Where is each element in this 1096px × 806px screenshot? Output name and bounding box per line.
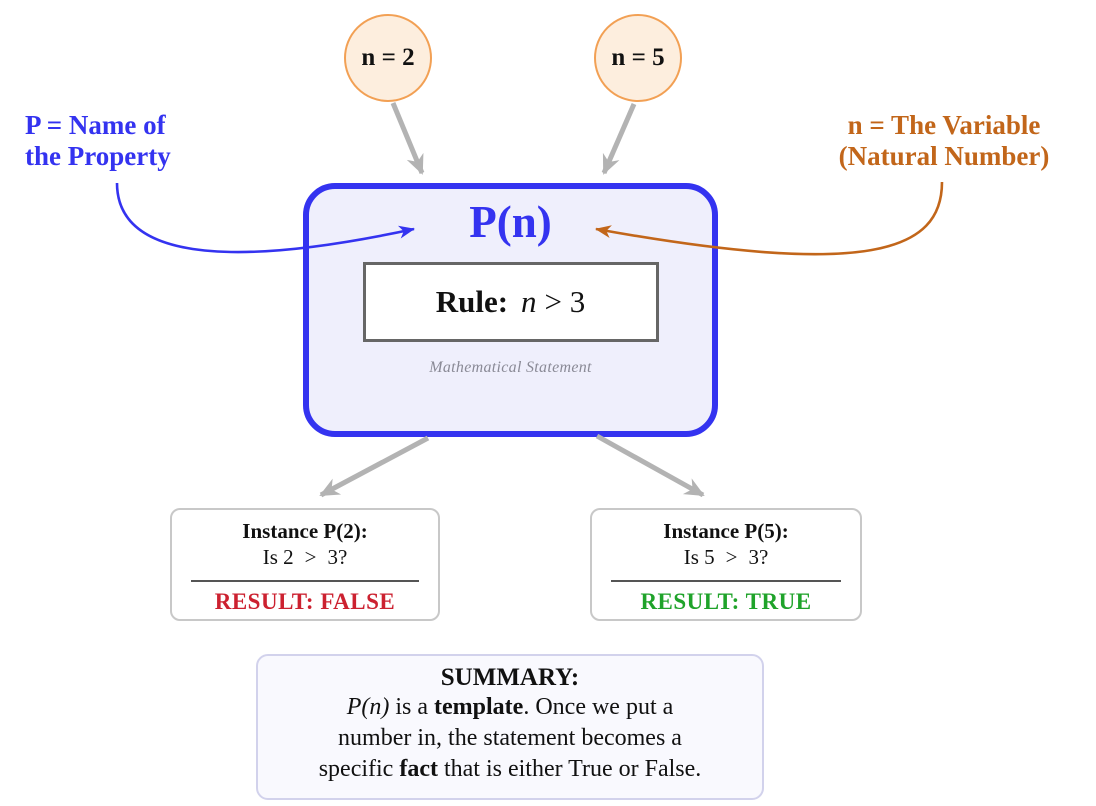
instance-p5-title: Instance P(5):	[663, 519, 789, 543]
instance-box-p5: Instance P(5): Is 5 >3? RESULT: TRUE	[590, 508, 862, 621]
arrow-n2-to-predicate-icon	[390, 102, 425, 175]
instance-p5-question-prefix: Is 5	[683, 545, 715, 569]
instance-p2-title: Instance P(2):	[242, 519, 368, 543]
arrow-predicate-to-instance-p5-icon	[595, 433, 705, 498]
instance-p5-question-suffix: 3?	[748, 545, 769, 569]
instance-p2-question: Is 2 >3?	[172, 545, 438, 570]
instance-p2-question-prefix: Is 2	[262, 545, 294, 569]
instance-p2-question-suffix: 3?	[327, 545, 348, 569]
rule-relation: > 3	[544, 284, 586, 319]
property-name-label-line1: P = Name of	[25, 110, 166, 140]
statement-caption: Mathematical Statement	[429, 359, 592, 376]
rule-label: Rule:	[435, 284, 509, 319]
instance-box-p2: Instance P(2): Is 2 >3? RESULT: FALSE	[170, 508, 440, 621]
instance-p2-divider	[190, 580, 420, 582]
instance-p5-operator: >	[725, 545, 738, 569]
summary-box: SUMMARY: P(n) is a template. Once we put…	[256, 654, 764, 800]
variable-name-label-line2: (Natural Number)	[838, 141, 1050, 171]
input-circle-n5: n = 5	[594, 14, 682, 102]
predicate-name: P(n)	[469, 197, 552, 247]
instance-p2-operator: >	[304, 545, 317, 569]
input-circle-n2-label: n = 2	[361, 44, 415, 71]
arrow-predicate-to-instance-p2-icon	[319, 435, 430, 498]
variable-name-label-line1: n = The Variable	[847, 110, 1041, 140]
rule-expression: n> 3	[521, 284, 585, 320]
instance-p2-result: RESULT: FALSE	[214, 589, 396, 614]
input-circle-n2: n = 2	[344, 14, 432, 102]
instance-p5-divider	[610, 580, 842, 582]
rule-variable: n	[521, 284, 537, 319]
property-name-label: P = Name of the Property	[25, 110, 171, 172]
input-circle-n5-label: n = 5	[611, 44, 665, 71]
instance-p5-result: RESULT: TRUE	[640, 589, 812, 614]
rule-box: Rule: n> 3	[362, 262, 659, 342]
predicate-box: P(n) Rule: n> 3 Mathematical Statement	[303, 183, 718, 437]
variable-name-label: n = The Variable (Natural Number)	[798, 110, 1090, 172]
property-name-label-line2: the Property	[25, 141, 171, 171]
summary-title: SUMMARY:	[440, 664, 580, 691]
arrow-n5-to-predicate-icon	[601, 103, 637, 175]
instance-p5-question: Is 5 >3?	[592, 545, 860, 570]
